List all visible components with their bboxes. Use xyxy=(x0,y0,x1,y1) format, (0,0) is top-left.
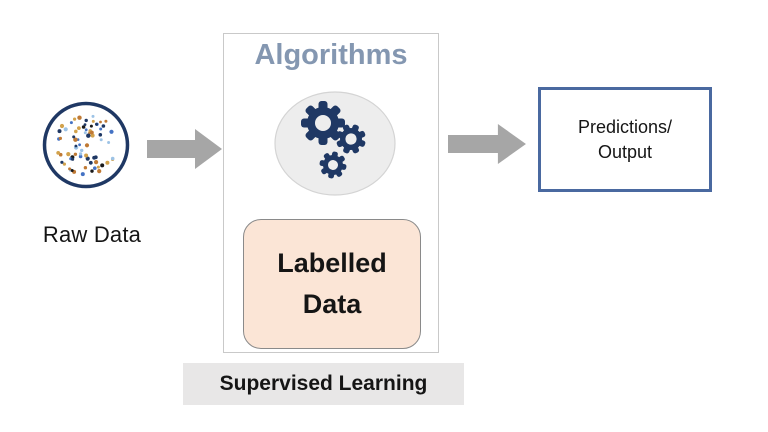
labelled-data-line2: Data xyxy=(302,289,362,319)
scatter-dots xyxy=(56,114,115,177)
predictions-output-box: Predictions/ Output xyxy=(538,87,712,192)
gear-large xyxy=(301,101,345,145)
gear-medium xyxy=(336,124,366,154)
arrow-right-icon xyxy=(448,123,527,165)
labelled-data-line1: Labelled xyxy=(277,248,387,278)
labelled-data-box: Labelled Data xyxy=(243,219,421,349)
predictions-line1: Predictions/ xyxy=(577,116,673,137)
scatter-dots-circle-icon xyxy=(42,101,130,189)
algorithms-box: Algorithms xyxy=(223,33,439,353)
algorithms-title: Algorithms xyxy=(254,39,408,71)
raw-data-label: Raw Data xyxy=(42,222,142,247)
gear-small xyxy=(319,151,347,179)
arrow-right-icon xyxy=(147,128,223,170)
supervised-learning-banner: Supervised Learning xyxy=(183,363,464,405)
gears-icon xyxy=(274,91,396,196)
predictions-line2: Output xyxy=(597,141,653,162)
supervised-learning-label: Supervised Learning xyxy=(219,372,428,395)
